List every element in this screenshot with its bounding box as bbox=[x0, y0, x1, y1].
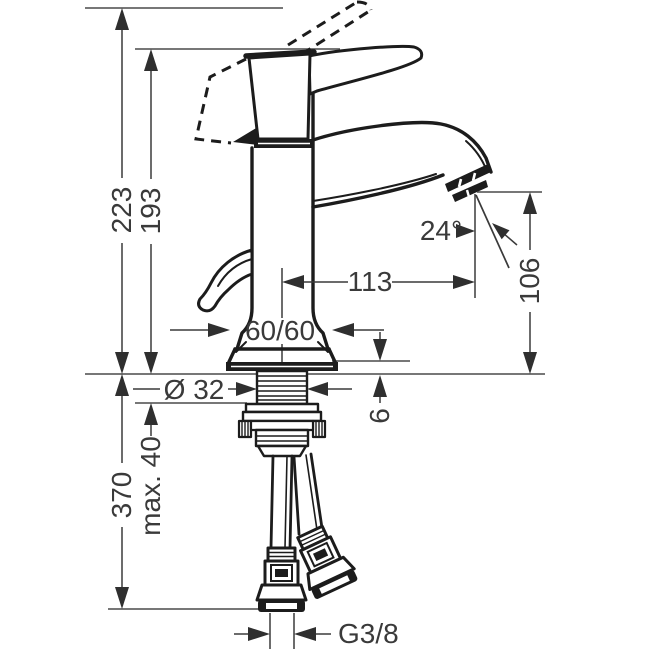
dim-label-193: 193 bbox=[135, 188, 166, 235]
dimension-g38: G3/8 bbox=[234, 613, 399, 649]
dimension-113: 113 bbox=[282, 266, 475, 297]
dim-label-max-40: max. 40 bbox=[135, 436, 166, 536]
dimension-max-40: max. 40 bbox=[135, 403, 166, 536]
dimension-370: 370 bbox=[106, 374, 137, 609]
hose-connector-right bbox=[296, 524, 358, 599]
dim-label-106: 106 bbox=[514, 258, 545, 305]
lever-handle bbox=[307, 44, 424, 96]
threaded-shank bbox=[255, 369, 309, 406]
dim-label-dia-32: Ø 32 bbox=[164, 374, 225, 405]
dimension-dia-32: Ø 32 bbox=[133, 374, 352, 405]
dimension-223: 223 bbox=[106, 8, 137, 374]
spout-under-edge bbox=[311, 173, 445, 209]
body-left-edge bbox=[235, 146, 254, 351]
supply-hoses bbox=[269, 452, 324, 550]
dim-label-6: 6 bbox=[364, 408, 395, 424]
faucet-outline bbox=[197, 44, 493, 612]
aerator bbox=[445, 164, 491, 202]
dim-label-223: 223 bbox=[106, 187, 137, 234]
jet-angle-lines bbox=[474, 194, 518, 298]
dimension-106: 106 bbox=[477, 191, 545, 374]
mounting-nut bbox=[237, 402, 327, 458]
handle-grip bbox=[247, 52, 312, 141]
dim-label-g38: G3/8 bbox=[338, 618, 399, 649]
tilted-grip-dashed-outline bbox=[194, 57, 247, 145]
dimension-6: 6 bbox=[364, 332, 395, 424]
dimension-24deg: 24° bbox=[420, 215, 475, 246]
escutcheon bbox=[226, 341, 338, 371]
reference-lines bbox=[85, 7, 545, 610]
dim-label-370: 370 bbox=[106, 472, 137, 519]
pull-rod bbox=[197, 248, 254, 313]
handle-bottom-wedge bbox=[233, 127, 258, 145]
raised-lever-dashed-outline bbox=[287, 0, 373, 56]
dim-label-113: 113 bbox=[348, 266, 393, 297]
spout-top-edge bbox=[311, 120, 493, 174]
dim-label-24deg: 24° bbox=[420, 215, 462, 246]
body-right-edge bbox=[311, 92, 330, 351]
dimension-60-60: 60/60 bbox=[170, 315, 384, 346]
hose-connector-left bbox=[255, 546, 308, 612]
dim-label-60-60: 60/60 bbox=[245, 315, 315, 346]
dimension-193: 193 bbox=[135, 49, 166, 374]
